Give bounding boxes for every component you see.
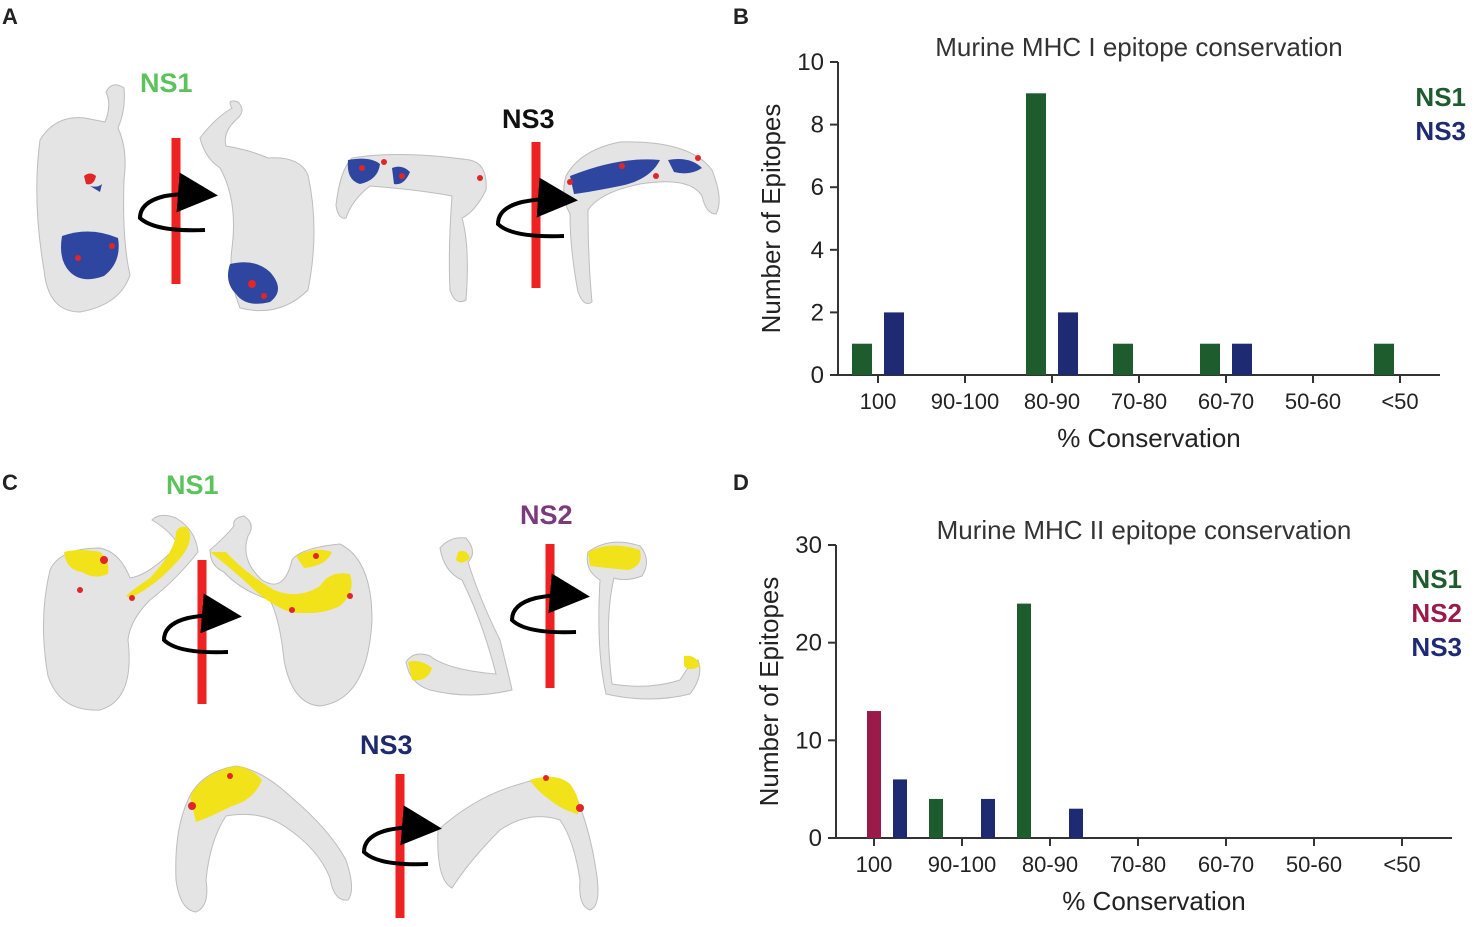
chart-d-x-tick-label: 80-90 <box>1022 852 1078 877</box>
chart-b-y-label: Number of Epitopes <box>756 104 786 334</box>
ns3-structure-front-a <box>335 153 487 303</box>
chart-d-y-tick-label: 30 <box>795 532 822 559</box>
ns3-structure-front-c <box>175 765 352 913</box>
chart-d-bar-ns3 <box>893 779 907 838</box>
chart-d-bar-ns3 <box>1069 808 1083 838</box>
chart-b-x-tick-label: <50 <box>1381 389 1418 414</box>
chart-d-y-tick-label: 0 <box>809 825 822 852</box>
chart-b-legend-ns1: NS1 <box>1415 82 1466 112</box>
ns1-structure-back-c <box>209 515 373 707</box>
panel-a-ns3-title: NS3 <box>502 104 555 134</box>
ns3-structure-back-a <box>563 141 720 305</box>
chart-b-x-tick-label: 70-80 <box>1111 389 1167 414</box>
chart-b-y-tick-label: 2 <box>811 299 824 326</box>
chart-d-legend-ns3: NS3 <box>1411 632 1462 662</box>
chart-b-y-tick-label: 4 <box>811 237 824 264</box>
panel-a-ns1-title: NS1 <box>140 68 193 98</box>
chart-d-legend-ns2: NS2 <box>1411 598 1462 628</box>
rotation-arrow-icon <box>495 177 578 239</box>
panel-label-a: A <box>2 4 18 29</box>
chart-d-bar-ns1 <box>929 798 943 838</box>
chart-d-y-tick-label: 10 <box>795 727 822 754</box>
panel-label-b: B <box>733 4 749 29</box>
panel-label-c: C <box>2 470 18 495</box>
ns1-structure-front-c <box>42 514 199 711</box>
chart-b-bar-ns1 <box>1200 343 1220 375</box>
ns2-structure-back-c <box>586 541 701 700</box>
ns1-structure-back-a <box>199 100 315 312</box>
chart-d-legend-ns1: NS1 <box>1411 564 1462 594</box>
panel-c-ns2-title: NS2 <box>520 500 573 530</box>
chart-b-x-tick-label: 90-100 <box>931 389 1000 414</box>
panel-label-d: D <box>733 470 749 495</box>
chart-d-x-label: % Conservation <box>1062 886 1246 916</box>
chart-d-bar-ns2 <box>867 711 881 838</box>
chart-d-bar-ns1 <box>1017 603 1031 838</box>
chart-d-x-tick-label: 50-60 <box>1286 852 1342 877</box>
chart-b-legend-ns3: NS3 <box>1415 116 1466 146</box>
rotation-arrow-icon <box>137 172 218 233</box>
panel-c-ns1-title: NS1 <box>166 470 219 500</box>
chart-b-bar-ns1 <box>852 343 872 375</box>
chart-d-x-tick-label: <50 <box>1383 852 1420 877</box>
chart-b-bar-ns1 <box>1026 93 1046 376</box>
chart-d-x-tick-label: 60-70 <box>1198 852 1254 877</box>
chart-b-bar-ns3 <box>1058 312 1078 375</box>
chart-d-x-tick-label: 70-80 <box>1110 852 1166 877</box>
ns2-structure-front-c <box>405 537 513 696</box>
chart-b-y-tick-label: 0 <box>811 362 824 389</box>
ns3-structure-back-c <box>437 775 599 911</box>
chart-b-x-tick-label: 100 <box>860 389 897 414</box>
chart-b-bar-ns3 <box>1232 343 1252 375</box>
rotation-arrow-icon <box>509 573 590 635</box>
chart-d-x-tick-label: 90-100 <box>928 852 997 877</box>
chart-b-x-label: % Conservation <box>1057 423 1241 453</box>
chart-d-title: Murine MHC II epitope conservation <box>937 515 1352 545</box>
rotation-arrow-icon <box>361 805 442 867</box>
chart-d-bar-ns3 <box>981 798 995 838</box>
chart-b-title: Murine MHC I epitope conservation <box>935 32 1343 62</box>
chart-b-bar-ns1 <box>1374 343 1394 375</box>
rotation-arrow-icon <box>161 593 242 655</box>
chart-b-x-tick-label: 60-70 <box>1198 389 1254 414</box>
chart-b-y-tick-label: 10 <box>797 49 824 76</box>
chart-b-bar-ns3 <box>884 312 904 375</box>
chart-b-x-tick-label: 50-60 <box>1285 389 1341 414</box>
chart-b-y-tick-label: 6 <box>811 174 824 201</box>
panel-c-ns3-title: NS3 <box>360 730 413 760</box>
chart-b-bar-ns1 <box>1113 343 1133 375</box>
ns1-structure-front-a <box>36 84 131 313</box>
chart-d-y-label: Number of Epitopes <box>754 577 784 807</box>
chart-b-x-tick-label: 80-90 <box>1024 389 1080 414</box>
chart-d-y-tick-label: 20 <box>795 630 822 657</box>
chart-b-y-tick-label: 8 <box>811 112 824 139</box>
chart-d-x-tick-label: 100 <box>856 852 893 877</box>
